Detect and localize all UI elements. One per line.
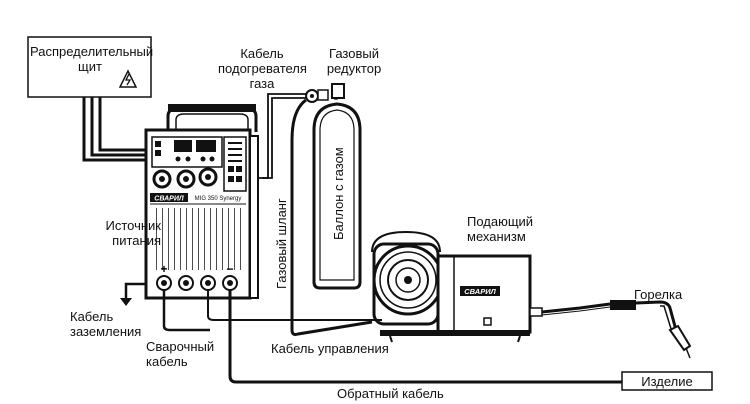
- label-return-cable: Обратный кабель: [337, 386, 444, 401]
- label-distribution-panel-line1: Распределительный: [30, 44, 154, 59]
- wire-feeder: СВАРИЛ: [371, 230, 543, 343]
- label-power-source-line1: Источник: [105, 218, 162, 233]
- label-ground-cable: Кабель заземления: [70, 309, 141, 339]
- terminal-plus-label: +: [160, 262, 167, 276]
- label-gas-regulator-line2: редуктор: [326, 61, 382, 76]
- label-gas-regulator: Газовый редуктор: [318, 46, 390, 76]
- label-wire-feeder: Подающий механизм: [467, 214, 533, 244]
- power-source-unit: СВАРИЛ MIG 350 Synergy + −: [144, 104, 259, 300]
- brand-name: СВАРИЛ: [154, 196, 184, 203]
- gas-cylinder: [312, 83, 362, 290]
- label-gas-cylinder: Баллон с газом: [331, 147, 346, 240]
- feeder-brand-name: СВАРИЛ: [464, 287, 496, 296]
- label-heater-cable: Кабель подогревателя газа: [218, 46, 307, 91]
- distribution-panel: [27, 36, 152, 98]
- workpiece-box: [621, 371, 713, 391]
- label-ground-cable-line2: заземления: [70, 324, 142, 339]
- label-distribution-panel: Распределительный щит: [30, 44, 154, 74]
- label-heater-cable-line3: газа: [249, 76, 275, 91]
- label-gas-regulator-line1: Газовый: [329, 46, 379, 61]
- welding-torch: [541, 300, 692, 359]
- label-welding-cable: Сварочный кабель: [146, 339, 214, 369]
- label-power-source-line2: питания: [112, 233, 161, 248]
- label-ground-cable-line1: Кабель: [70, 309, 114, 324]
- label-torch: Горелка: [634, 287, 683, 302]
- label-wire-feeder-line2: механизм: [467, 229, 526, 244]
- heater-cable: [258, 93, 308, 179]
- mains-cables: [82, 97, 150, 162]
- brand-plate: [150, 193, 188, 202]
- feeder-brand-plate: [460, 286, 500, 296]
- label-power-source: Источник питания: [81, 218, 162, 248]
- label-heater-cable-line1: Кабель: [240, 46, 284, 61]
- label-welding-cable-line2: кабель: [146, 354, 188, 369]
- welding-cable: [162, 290, 210, 332]
- terminal-minus-label: −: [226, 262, 233, 276]
- label-control-cable: Кабель управления: [271, 341, 389, 356]
- model-name: MIG 350 Synergy: [195, 196, 242, 202]
- label-gas-hose: Газовый шланг: [274, 198, 289, 289]
- label-heater-cable-line2: подогревателя: [218, 61, 307, 76]
- control-cable: [207, 290, 382, 321]
- gas-hose: [290, 98, 373, 336]
- label-workpiece: Изделие: [641, 374, 693, 389]
- label-welding-cable-line1: Сварочный: [146, 339, 215, 354]
- label-wire-feeder-line1: Подающий: [467, 214, 534, 229]
- high-voltage-warning-icon: [118, 69, 138, 88]
- ground-cable: [120, 282, 146, 306]
- return-cable: [228, 290, 622, 384]
- label-distribution-panel-line2: щит: [78, 59, 102, 74]
